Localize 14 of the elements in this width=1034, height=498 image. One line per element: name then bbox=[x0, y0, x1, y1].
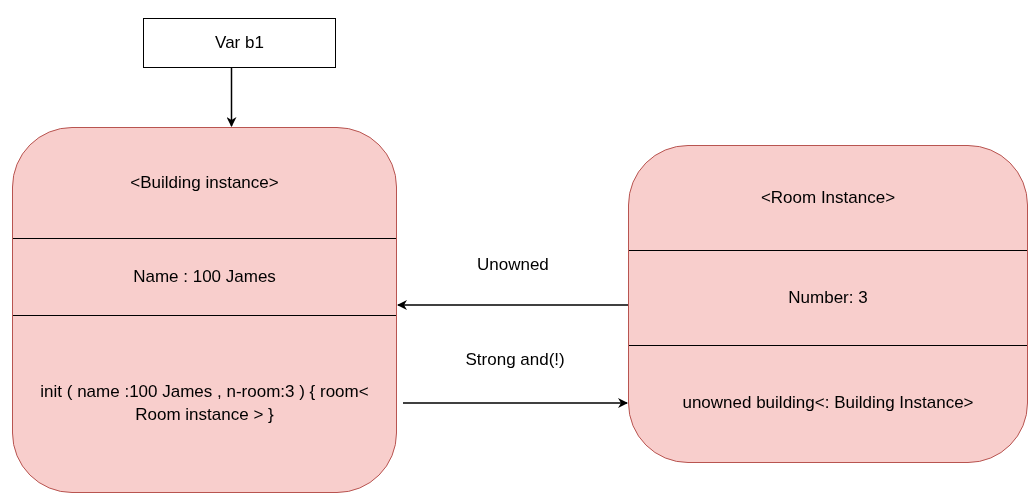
arrow bbox=[402, 398, 628, 408]
edge-label: Strong and(!) bbox=[463, 350, 567, 370]
property-text: Number: 3 bbox=[788, 286, 868, 309]
arrow bbox=[226, 67, 237, 127]
variable-box bbox=[143, 18, 336, 68]
variable-label: Var b1 bbox=[215, 31, 264, 54]
method-text: unowned building<: Building Instance> bbox=[682, 392, 974, 415]
method-text: init ( name :100 James , n-room:3 ) { room< Room instance > } bbox=[39, 381, 370, 426]
arrow bbox=[397, 300, 629, 310]
class-title: <Room Instance> bbox=[760, 186, 896, 209]
property-text: Name : 100 James bbox=[133, 265, 276, 288]
class-title: <Building instance> bbox=[130, 171, 279, 194]
instance-box bbox=[12, 127, 397, 493]
instance-box bbox=[628, 145, 1028, 463]
